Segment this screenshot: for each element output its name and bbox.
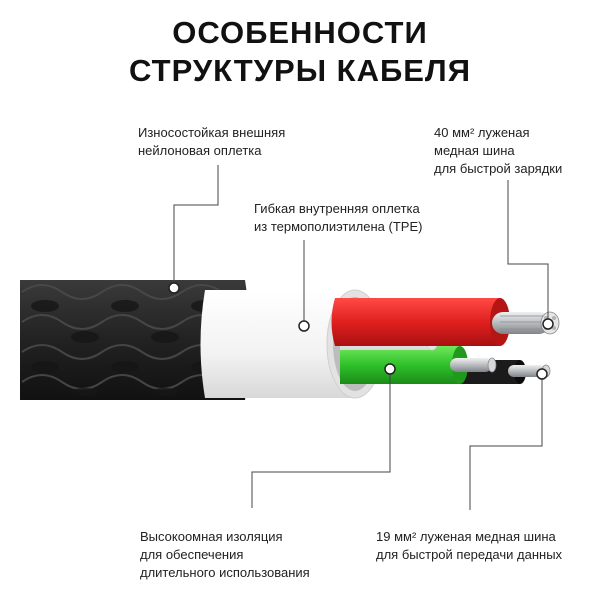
marker-insulation [384, 363, 396, 375]
callout-outer-braid-line-2: нейлоновая оплетка [138, 143, 262, 158]
green-wire [340, 346, 497, 384]
callout-inner-tpe: Гибкая внутренняя оплетка из термополиэт… [254, 200, 422, 236]
callout-inner-tpe-line-1: Гибкая внутренняя оплетка [254, 201, 420, 216]
callout-data-wire-line-1: 19 мм² луженая медная шина [376, 529, 556, 544]
marker-data-wire [536, 368, 548, 380]
callout-power-wire: 40 мм² луженая медная шина для быстрой з… [434, 124, 562, 178]
callout-power-wire-line-3: для быстрой зарядки [434, 161, 563, 176]
title-line-1: ОСОБЕННОСТИ [172, 15, 428, 50]
red-wire [331, 298, 560, 346]
marker-power-wire [542, 318, 554, 330]
callout-markers [168, 282, 554, 380]
callout-insulation-line-3: длительного использования [140, 565, 310, 580]
marker-outer-braid [168, 282, 180, 294]
callout-outer-braid-line-1: Износостойкая внешняя [138, 125, 286, 140]
callout-power-wire-line-1: 40 мм² луженая [434, 125, 530, 140]
outer-braid [20, 280, 250, 400]
callout-power-wire-line-2: медная шина [434, 143, 515, 158]
callout-insulation-line-2: для обеспечения [140, 547, 244, 562]
title-line-2: СТРУКТУРЫ КАБЕЛЯ [129, 53, 471, 88]
callout-outer-braid: Износостойкая внешняя нейлоновая оплетка [138, 124, 285, 160]
callout-data-wire-line-2: для быстрой передачи данных [376, 547, 563, 562]
callout-insulation: Высокоомная изоляция для обеспечения дли… [140, 528, 310, 582]
callout-inner-tpe-line-2: из термополиэтилена (TPE) [254, 219, 423, 234]
marker-tpe [298, 320, 310, 332]
leader-lines [173, 165, 549, 510]
callout-insulation-line-1: Высокоомная изоляция [140, 529, 283, 544]
callout-data-wire: 19 мм² луженая медная шина для быстрой п… [376, 528, 562, 564]
